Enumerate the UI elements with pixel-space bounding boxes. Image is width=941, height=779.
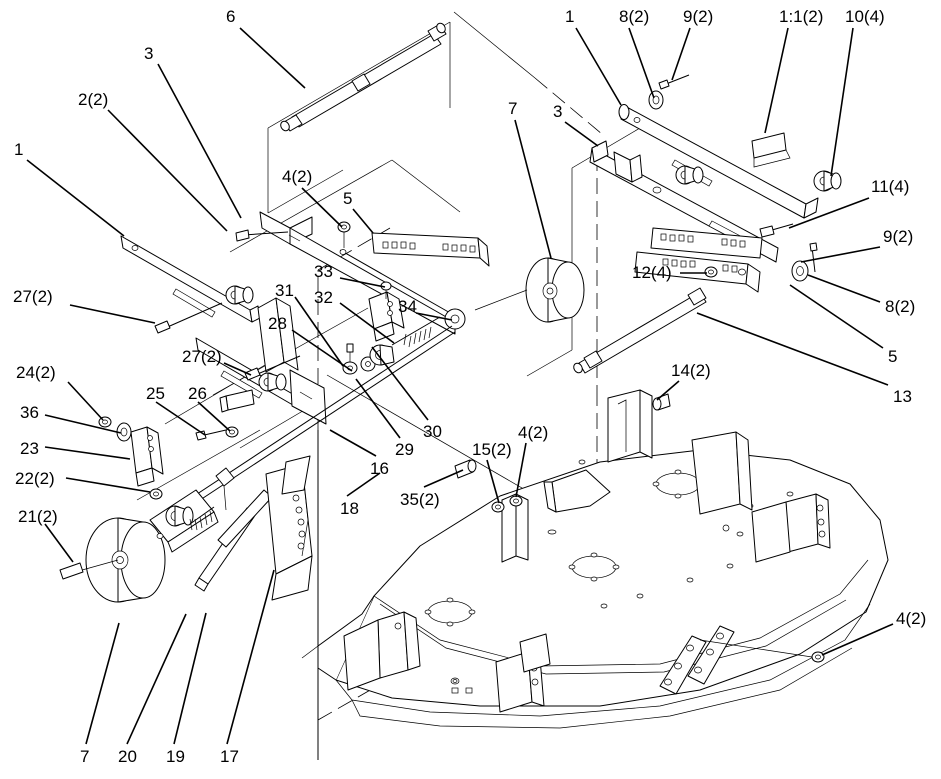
leader-line-22-2- xyxy=(65,477,151,493)
leader-line-24-2- xyxy=(67,381,104,421)
leader-line-15-2- xyxy=(486,459,500,504)
callout-label-18: 18 xyxy=(340,499,359,518)
leader-line-8-2- xyxy=(807,274,881,303)
callout-label-15-2-: 15(2) xyxy=(472,440,512,459)
leader-line-17 xyxy=(226,569,275,745)
leader-line-26 xyxy=(197,401,231,432)
callout-label-3: 3 xyxy=(144,44,154,63)
leader-line-36 xyxy=(44,414,122,434)
callout-label-5: 5 xyxy=(888,347,898,366)
leader-line-28 xyxy=(291,329,353,372)
leader-line-4-2- xyxy=(515,442,527,498)
callout-label-4-2-: 4(2) xyxy=(896,609,927,628)
leader-line-11-4- xyxy=(788,197,870,229)
callout-label-21-2-: 21(2) xyxy=(18,507,58,526)
leader-line-16 xyxy=(329,429,377,457)
leader-line-7 xyxy=(85,622,120,745)
callout-label-8-2-: 8(2) xyxy=(619,7,650,26)
callout-label-31: 31 xyxy=(275,281,294,300)
leader-line-30 xyxy=(371,346,429,421)
leader-line-7 xyxy=(514,119,552,259)
leader-line-21-2- xyxy=(44,523,74,563)
callout-label-20: 20 xyxy=(118,747,137,766)
center-bracket-and-bar xyxy=(187,211,490,507)
callout-label-1: 1 xyxy=(14,140,24,159)
leader-line-33 xyxy=(339,277,386,288)
leader-line-27-2- xyxy=(223,362,252,376)
callout-label-1-1-2-: 1:1(2) xyxy=(779,7,824,26)
callout-label-1: 1 xyxy=(565,7,575,26)
leader-line-5 xyxy=(789,284,884,349)
callout-label-17: 17 xyxy=(220,747,239,766)
callout-label-14-2-: 14(2) xyxy=(671,361,711,380)
callout-label-4-2-: 4(2) xyxy=(518,423,549,442)
callout-label-16: 16 xyxy=(370,459,389,478)
leader-line-8-2- xyxy=(628,27,655,99)
leader-line-20 xyxy=(126,613,187,745)
leader-line-18 xyxy=(346,472,381,497)
leader-line-31 xyxy=(294,296,344,367)
callout-label-27-2-: 27(2) xyxy=(182,347,222,366)
callout-label-9-2-: 9(2) xyxy=(683,7,714,26)
callout-label-34: 34 xyxy=(398,297,417,316)
leader-line-3 xyxy=(157,63,242,219)
leader-line-1 xyxy=(26,159,125,237)
leader-line-9-2- xyxy=(671,27,691,81)
callout-label-3: 3 xyxy=(553,102,563,121)
leader-line-9-2- xyxy=(800,246,881,263)
leader-line-13 xyxy=(696,312,889,386)
callout-label-32: 32 xyxy=(314,288,333,307)
callout-label-35-2-: 35(2) xyxy=(400,490,440,509)
leader-line-32 xyxy=(339,302,395,344)
leader-line-2-2- xyxy=(107,109,228,232)
leader-line-6 xyxy=(239,27,306,89)
leader-line-3 xyxy=(564,121,599,147)
leader-line-1-1-2- xyxy=(764,27,789,134)
leader-line-19 xyxy=(173,612,207,745)
callout-label-5: 5 xyxy=(343,189,353,208)
callout-label-36: 36 xyxy=(20,403,39,422)
callout-label-13: 13 xyxy=(893,387,912,406)
leader-line-27-2- xyxy=(69,304,156,324)
callout-label-7: 7 xyxy=(508,99,518,118)
leader-line-35-2- xyxy=(423,469,464,488)
leader-line-4-2- xyxy=(821,623,894,656)
callout-label-29: 29 xyxy=(395,440,414,459)
leader-line-23 xyxy=(44,446,131,460)
leader-line-29 xyxy=(355,378,401,439)
mower-deck xyxy=(301,389,889,760)
callout-label-23: 23 xyxy=(20,439,39,458)
callout-label-2-2-: 2(2) xyxy=(78,90,109,109)
callout-label-28: 28 xyxy=(268,314,287,333)
callout-label-4-2-: 4(2) xyxy=(282,167,313,186)
leader-line-14-2- xyxy=(656,380,680,401)
callout-label-6: 6 xyxy=(226,7,236,26)
callout-label-25: 25 xyxy=(146,384,165,403)
callout-label-33: 33 xyxy=(314,262,333,281)
leader-line-25 xyxy=(155,401,206,436)
callout-label-27-2-: 27(2) xyxy=(13,287,53,306)
leader-line-5 xyxy=(352,208,374,234)
right-lift-arm-assembly xyxy=(573,74,842,374)
leader-line-10-4- xyxy=(830,27,854,177)
callout-label-11-4-: 11(4) xyxy=(871,177,910,196)
callout-label-30: 30 xyxy=(423,422,442,441)
leader-line-4-2- xyxy=(301,187,343,228)
left-lower-assembly xyxy=(59,389,313,603)
callout-label-9-2-: 9(2) xyxy=(883,227,914,246)
callout-label-10-4-: 10(4) xyxy=(845,7,885,26)
leader-line-34 xyxy=(415,312,453,321)
callout-label-7: 7 xyxy=(80,747,90,766)
center-wheel xyxy=(474,257,585,323)
callout-label-26: 26 xyxy=(188,384,207,403)
callout-label-24-2-: 24(2) xyxy=(16,363,56,382)
callout-leader-lines xyxy=(26,27,894,745)
callout-label-12-4-: 12(4) xyxy=(632,263,672,282)
part-6-rod xyxy=(280,22,447,132)
callout-label-8-2-: 8(2) xyxy=(885,297,916,316)
callout-label-22-2-: 22(2) xyxy=(15,469,55,488)
leader-line-1 xyxy=(575,27,622,106)
callout-label-19: 19 xyxy=(166,747,185,766)
